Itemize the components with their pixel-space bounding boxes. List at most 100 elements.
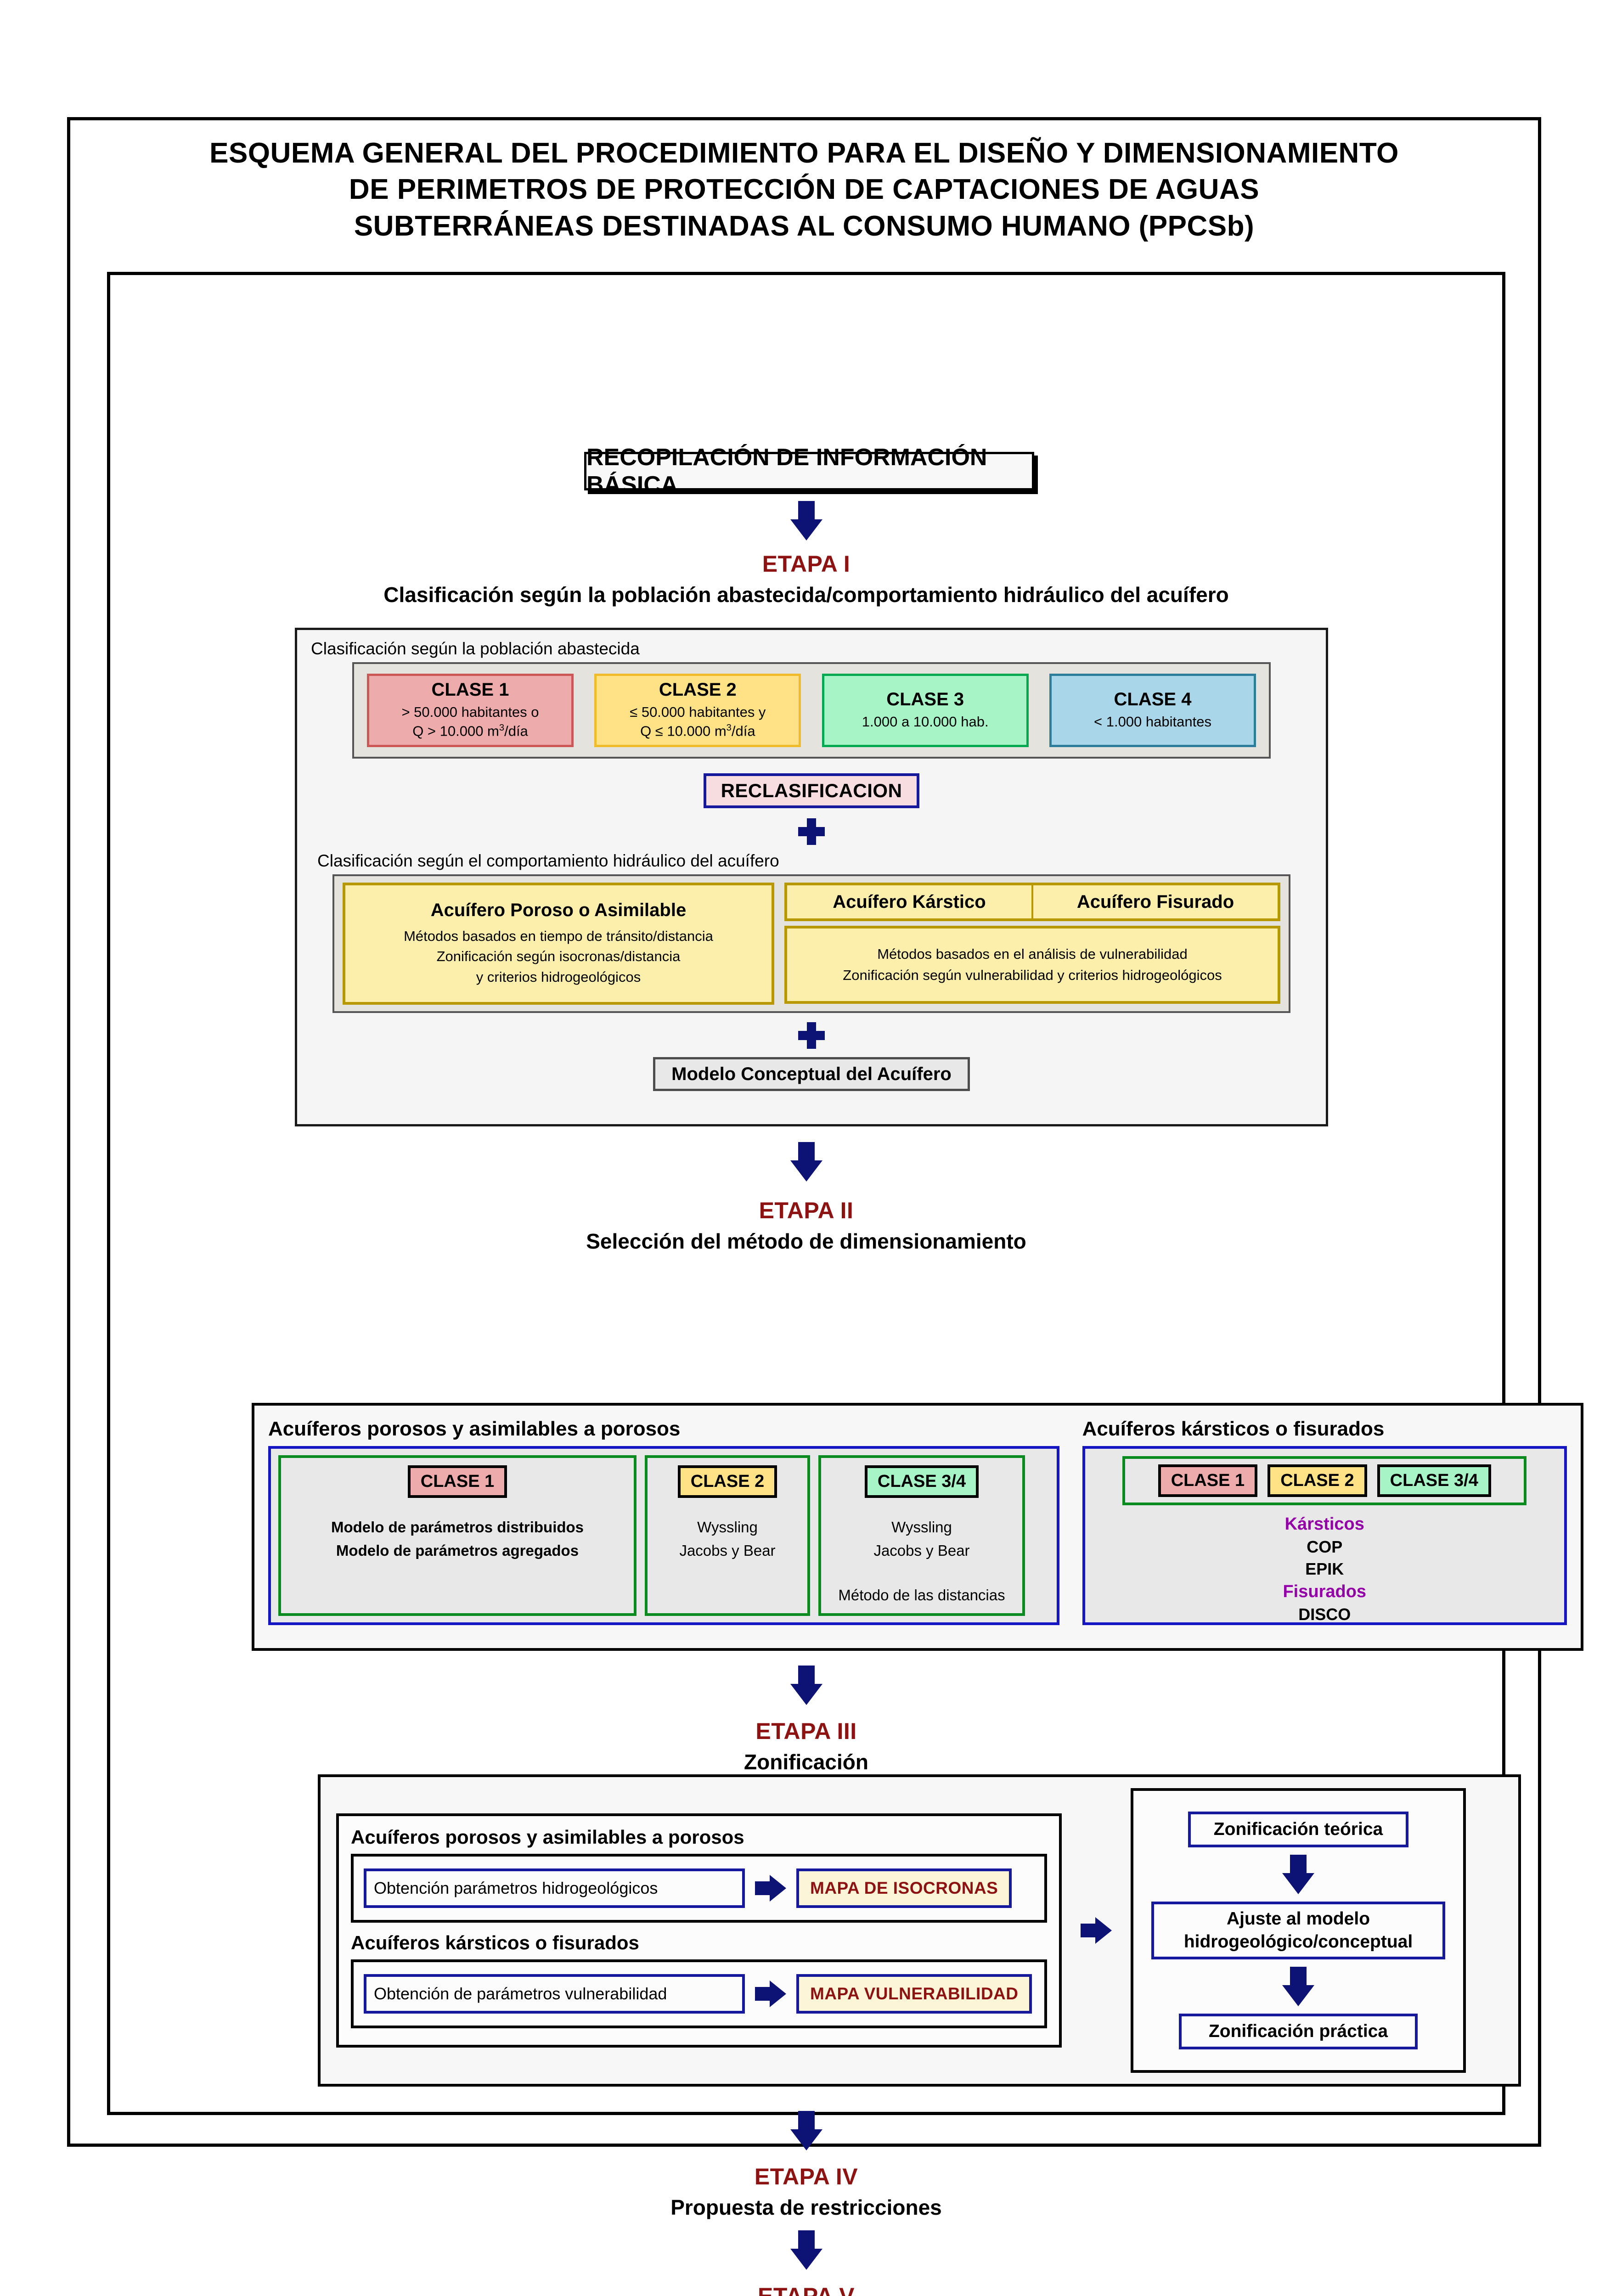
etapa2-clase1-line-1: Modelo de parámetros distribuidos (331, 1519, 584, 1536)
clase-3-title: CLASE 3 (886, 689, 964, 710)
input-parametros-hidrogeologicos[interactable]: Obtención parámetros hidrogeológicos (364, 1868, 745, 1908)
flowchart-frame: RECOPILACIÓN DE INFORMACIÓN BÁSICA ETAPA… (107, 272, 1583, 2296)
etapa2-right-head: Acuíferos kársticos o fisurados (1082, 1418, 1385, 1440)
ajuste-modelo-box[interactable]: Ajuste al modelo hidrogeológico/conceptu… (1151, 1902, 1445, 1959)
etapa2-karst-group: Acuíferos kársticos o fisurados CLASE 1 … (1082, 1418, 1567, 1636)
badge-clase-2-porous: CLASE 2 (677, 1465, 777, 1498)
arrow-to-etapa3 (110, 1666, 1502, 1705)
etapa3-left-head-1: Acuíferos porosos y asimilables a poroso… (351, 1826, 744, 1848)
clase-1-line-2: Q > 10.000 m3/día (412, 723, 528, 739)
acuifero-poroso-box[interactable]: Acuífero Poroso o Asimilable Métodos bas… (343, 883, 774, 1005)
clase-1-title: CLASE 1 (431, 680, 509, 700)
etapa2-clase34-line-2: Jacobs y Bear (873, 1542, 970, 1559)
etapa1-subtitle: Clasificación según la población abastec… (383, 583, 1229, 607)
etapa3-row-vulnerabilidad: Obtención de parámetros vulnerabilidad M… (351, 1959, 1047, 2028)
etapa3-row-isocronas: Obtención parámetros hidrogeológicos MAP… (351, 1854, 1047, 1923)
etapa2-clase2-methods: Wyssling Jacobs y Bear (679, 1515, 775, 1562)
fisurados-heading: Fisurados (1283, 1582, 1367, 1602)
etapa2-subtitle: Selección del método de dimensionamiento (586, 1229, 1026, 1253)
title-line-3: SUBTERRÁNEAS DESTINADAS AL CONSUMO HUMAN… (354, 210, 1255, 242)
etapa3-title: ETAPA III (755, 1718, 857, 1744)
zonificacion-practica-box[interactable]: Zonificación práctica (1179, 2014, 1418, 2049)
etapa4-subtitle: Propuesta de restricciones (670, 2195, 942, 2219)
etapa2-panel: Acuíferos porosos y asimilables a poroso… (252, 1403, 1583, 1651)
etapa2-column-clase2[interactable]: CLASE 2 Wyssling Jacobs y Bear (645, 1455, 810, 1616)
badge-clase-2-karst[interactable]: CLASE 2 (1267, 1464, 1367, 1497)
etapa5-title: ETAPA V (758, 2283, 855, 2296)
acuifero-poroso-line-3: y criterios hidrogeológicos (476, 968, 641, 985)
badge-clase-1-karst[interactable]: CLASE 1 (1158, 1464, 1258, 1497)
reclasificacion-box[interactable]: RECLASIFICACION (704, 773, 919, 808)
etapa2-clase2-line-1: Wyssling (697, 1519, 758, 1536)
karst-methods-line-1: Métodos basados en el análisis de vulner… (877, 945, 1188, 962)
etapa3-subtitle: Zonificación (744, 1750, 868, 1774)
etapa3-panel: Acuíferos porosos y asimilables a poroso… (318, 1774, 1521, 2087)
clase-4-title: CLASE 4 (1114, 689, 1192, 710)
recopilacion-box[interactable]: RECOPILACIÓN DE INFORMACIÓN BÁSICA (584, 444, 1034, 498)
etapa3-left-head-2: Acuíferos kársticos o fisurados (351, 1932, 639, 1953)
clase-2-title: CLASE 2 (659, 680, 737, 700)
clase-card-2[interactable]: CLASE 2 ≤ 50.000 habitantes y Q ≤ 10.000… (594, 674, 801, 747)
karst-heads-row: Acuífero Kárstico Acuífero Fisurado (784, 883, 1280, 921)
acuifero-poroso-title: Acuífero Poroso o Asimilable (430, 900, 687, 921)
reclasificacion-label: RECLASIFICACION (721, 780, 902, 801)
etapa2-column-clase1[interactable]: CLASE 1 Modelo de parámetros distribuido… (278, 1455, 637, 1616)
method-epik: EPIK (1305, 1559, 1344, 1579)
clase-3-line-1: 1.000 a 10.000 hab. (862, 714, 989, 730)
zonificacion-teorica-box[interactable]: Zonificación teórica (1188, 1812, 1408, 1847)
arrow-to-etapa4 (110, 2111, 1502, 2150)
etapa2-column-clase34[interactable]: CLASE 3/4 Wyssling Jacobs y Bear Método … (818, 1455, 1025, 1616)
etapa2-clase34-methods: Wyssling Jacobs y Bear Método de las dis… (838, 1515, 1005, 1607)
clase-1-line-1: > 50.000 habitantes o (401, 704, 539, 720)
input-parametros-vulnerabilidad[interactable]: Obtención de parámetros vulnerabilidad (364, 1974, 745, 2014)
clase-2-line-1: ≤ 50.000 habitantes y (630, 704, 766, 720)
method-disco: DISCO (1298, 1605, 1351, 1624)
arrow-right-icon-1 (755, 1875, 786, 1902)
etapa2-left-head: Acuíferos porosos y asimilables a poroso… (268, 1418, 681, 1440)
modelo-conceptual-box[interactable]: Modelo Conceptual del Acuífero (653, 1057, 970, 1091)
acuifero-fisurado-title[interactable]: Acuífero Fisurado (1031, 885, 1278, 918)
etapa2-clase34-line-3: Método de las distancias (838, 1587, 1005, 1604)
population-section-label: Clasificación según la población abastec… (311, 639, 640, 658)
badge-clase-1-porous: CLASE 1 (407, 1465, 507, 1498)
etapa2-clase2-line-2: Jacobs y Bear (679, 1542, 776, 1559)
acuifero-karstico-title[interactable]: Acuífero Kárstico (833, 891, 986, 912)
clase-strip: CLASE 1 > 50.000 habitantes o Q > 10.000… (352, 662, 1271, 759)
etapa2-karst-badge-row: CLASE 1 CLASE 2 CLASE 3/4 (1122, 1456, 1527, 1505)
acuifero-poroso-line-1: Métodos basados en tiempo de tránsito/di… (404, 928, 713, 945)
arrow-right-icon-3 (1081, 1917, 1112, 1944)
hydraulic-section-label: Clasificación según el comportamiento hi… (317, 851, 779, 870)
etapa2-clase1-line-2: Modelo de parámetros agregados (336, 1542, 579, 1559)
etapa2-clase1-methods: Modelo de parámetros distribuidos Modelo… (331, 1515, 584, 1562)
etapa2-title: ETAPA II (759, 1198, 854, 1223)
plus-icon-2 (798, 1022, 825, 1049)
etapa1-panel: Clasificación según la población abastec… (295, 628, 1328, 1126)
plus-icon-1 (798, 818, 825, 845)
etapa4-title: ETAPA IV (754, 2164, 858, 2189)
etapa2-left-box: CLASE 1 Modelo de parámetros distribuido… (268, 1446, 1059, 1625)
arrow-to-etapa5 (110, 2230, 1502, 2270)
badge-clase-34-karst[interactable]: CLASE 3/4 (1377, 1464, 1491, 1497)
title-line-2: DE PERIMETROS DE PROTECCIÓN DE CAPTACION… (349, 174, 1260, 206)
clase-card-4[interactable]: CLASE 4 < 1.000 habitantes (1049, 674, 1256, 747)
mapa-vulnerabilidad-box[interactable]: MAPA VULNERABILIDAD (796, 1974, 1032, 2014)
outer-frame: ESQUEMA GENERAL DEL PROCEDIMIENTO PARA E… (67, 117, 1583, 2296)
mapa-isocronas-box[interactable]: MAPA DE ISOCRONAS (796, 1868, 1012, 1908)
title-line-1: ESQUEMA GENERAL DEL PROCEDIMIENTO PARA E… (209, 137, 1399, 169)
acuifero-karstico-fisurado-group: Acuífero Kárstico Acuífero Fisurado Méto… (784, 883, 1280, 1004)
clase-2-line-2: Q ≤ 10.000 m3/día (640, 723, 755, 739)
arrow-to-etapa2 (110, 1142, 1502, 1182)
hydraulic-strip: Acuífero Poroso o Asimilable Métodos bas… (332, 874, 1290, 1013)
etapa1-title: ETAPA I (762, 551, 851, 577)
clase-card-3[interactable]: CLASE 3 1.000 a 10.000 hab. (822, 674, 1029, 747)
arrow-right-icon-2 (755, 1981, 786, 2007)
clase-card-1[interactable]: CLASE 1 > 50.000 habitantes o Q > 10.000… (367, 674, 574, 747)
etapa2-karst-method-list: Kársticos COP EPIK Fisurados DISCO (1283, 1513, 1366, 1626)
clase-4-line-1: < 1.000 habitantes (1094, 714, 1211, 730)
karst-methods-box[interactable]: Métodos basados en el análisis de vulner… (784, 926, 1280, 1004)
page-title: ESQUEMA GENERAL DEL PROCEDIMIENTO PARA E… (70, 135, 1538, 244)
arrow-down-icon-z2 (1282, 1967, 1314, 2006)
etapa3-left-box: Acuíferos porosos y asimilables a poroso… (336, 1813, 1062, 2048)
etapa3-right-box: Zonificación teórica Ajuste al modelo hi… (1131, 1788, 1466, 2073)
method-cop: COP (1307, 1537, 1343, 1556)
